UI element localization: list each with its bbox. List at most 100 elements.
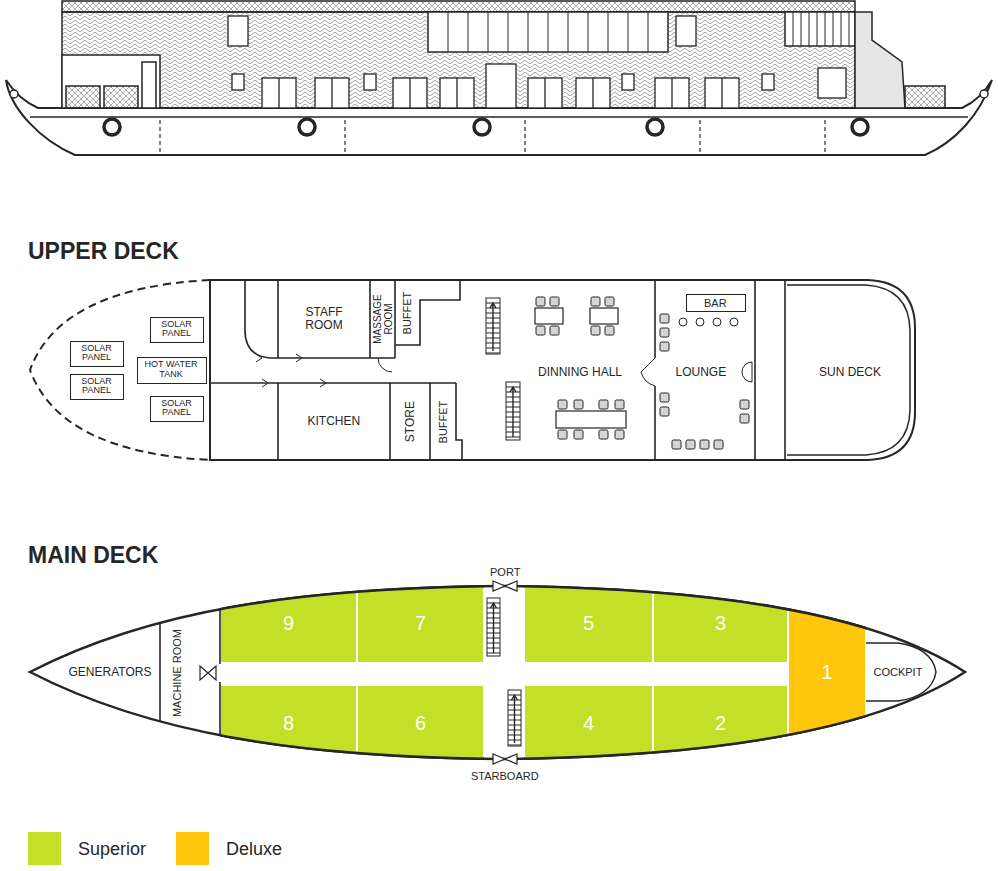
superstructure <box>62 55 160 108</box>
superstructure <box>62 1 945 108</box>
upper-deck-plan: UPPER DECKSOLAR PANELSOLAR PANELHOT WATE… <box>25 228 925 468</box>
door-window <box>228 16 846 108</box>
room-label: BAR <box>704 297 727 309</box>
solar-panel: SOLAR PANEL <box>150 317 204 343</box>
hull-side <box>980 90 988 98</box>
chair <box>591 297 600 306</box>
chair <box>714 440 723 449</box>
door-window <box>721 78 722 108</box>
cockpit-outline <box>866 643 936 701</box>
cabin-fill <box>524 686 653 760</box>
door-window <box>393 78 427 108</box>
chair <box>686 440 695 449</box>
hull-outline <box>787 285 910 455</box>
superior-cabin: 9 <box>220 584 357 662</box>
tyre-fender <box>852 119 868 135</box>
bar-stool <box>742 362 752 382</box>
superior-cabin: 5 <box>524 584 653 662</box>
cabin-fill <box>221 686 356 760</box>
hull-side <box>10 90 18 98</box>
cabin-fill <box>654 584 787 662</box>
door-window <box>315 78 349 108</box>
boat-side-elevation <box>0 0 998 170</box>
cabin-fill <box>525 686 652 760</box>
cabin-fill <box>524 584 653 662</box>
door-swing <box>256 354 655 387</box>
tyre-fender <box>647 119 663 135</box>
equipment-label: HOT WATER TANK <box>140 360 202 380</box>
staircase <box>508 690 521 746</box>
superstructure <box>785 12 855 46</box>
chair <box>700 440 709 449</box>
bar-stool <box>679 318 687 326</box>
door-window <box>528 78 562 108</box>
cabin-number: 7 <box>415 612 426 634</box>
room-label: BUFFET <box>437 400 449 443</box>
staircase <box>508 745 521 746</box>
side-label: PORT <box>490 566 520 578</box>
chair <box>536 297 545 306</box>
legend-label: Deluxe <box>226 840 282 860</box>
superior-cabin: 8 <box>220 686 357 760</box>
legend-swatch <box>28 832 61 865</box>
chair <box>599 430 608 439</box>
cabin-fill <box>220 686 357 760</box>
door-swing <box>378 358 392 372</box>
cabin-fill <box>358 584 483 662</box>
door-swing <box>641 358 655 386</box>
staircase <box>490 303 496 351</box>
chair <box>558 430 567 439</box>
door-window <box>676 16 696 46</box>
door-window <box>331 78 332 108</box>
wall <box>160 560 220 765</box>
hull-outline <box>524 586 653 662</box>
chair <box>660 407 669 416</box>
superstructure <box>142 62 156 108</box>
hull-outline <box>220 586 357 662</box>
door-swing <box>256 354 326 387</box>
dining-hall: DINNING HALL <box>457 282 653 458</box>
superior-cabin: 6 <box>357 686 484 760</box>
legend-swatch <box>176 832 209 865</box>
superior-cabin: 2 <box>653 686 788 760</box>
room-label: LOUNGE <box>676 366 727 379</box>
cabin-fill <box>788 584 866 760</box>
chair <box>605 297 614 306</box>
cabin-fill <box>653 686 788 760</box>
staircase <box>486 298 520 440</box>
kitchen: KITCHEN <box>280 385 388 458</box>
cabin-number: 3 <box>715 612 726 634</box>
deck-heading: MAIN DECK <box>28 543 158 568</box>
hull-outline <box>788 586 866 759</box>
wall <box>210 383 462 460</box>
side-label: STARBOARD <box>471 770 539 782</box>
cabin-number: 1 <box>822 661 833 683</box>
cabin-fill <box>358 686 483 760</box>
superior-cabin: 3 <box>653 584 788 662</box>
store-room: STORE <box>391 385 429 458</box>
superstructure <box>855 12 905 108</box>
solar-panel: SOLAR PANEL <box>70 374 124 400</box>
wall <box>210 280 785 460</box>
door-window <box>544 78 545 108</box>
chair <box>660 342 669 351</box>
hull-outline <box>653 586 788 662</box>
deluxe-cabin: 1 <box>788 584 866 760</box>
door-window <box>576 78 610 108</box>
door-window <box>818 68 846 98</box>
equipment-label: SOLAR PANEL <box>154 399 200 419</box>
chair <box>740 400 749 409</box>
room-label: BUFFET <box>401 292 413 335</box>
hull-outline <box>30 280 210 460</box>
door-window <box>440 78 474 108</box>
door-symbol <box>200 666 216 680</box>
chair <box>605 326 614 335</box>
door-window <box>232 74 244 90</box>
solar-panel: SOLAR PANEL <box>70 341 124 367</box>
equipment-label: SOLAR PANEL <box>74 377 120 397</box>
chair <box>574 430 583 439</box>
door-window <box>622 74 634 90</box>
bar-stool <box>713 318 721 326</box>
chair <box>558 400 567 409</box>
superstructure <box>428 12 668 52</box>
